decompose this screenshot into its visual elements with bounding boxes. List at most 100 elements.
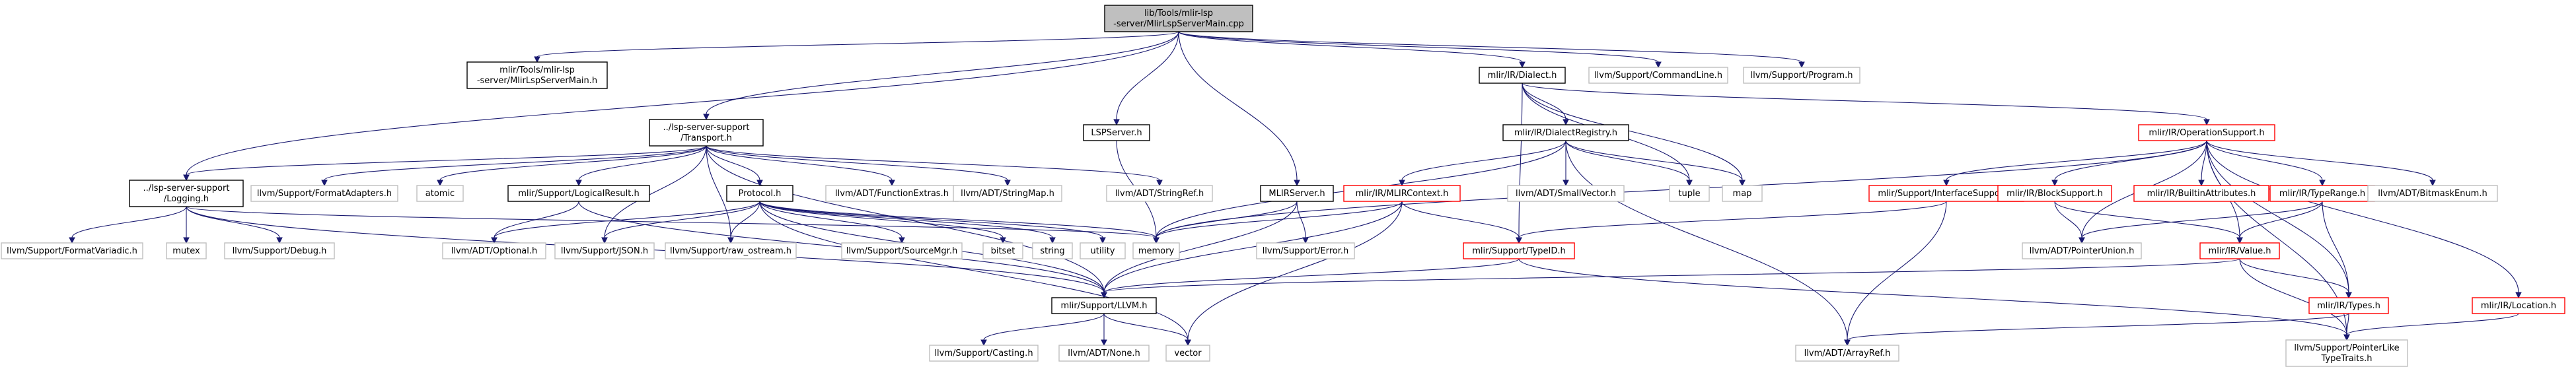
node-functionextras[interactable]: llvm/ADT/FunctionExtras.h	[825, 185, 959, 202]
node-box	[1106, 185, 1213, 202]
node-smallvector[interactable]: llvm/ADT/SmallVector.h	[1507, 185, 1625, 202]
edge-arrowhead	[756, 180, 763, 187]
edge-logicalresult-to-optional	[491, 201, 579, 244]
node-label: llvm/Support/Error.h	[1263, 246, 1349, 256]
node-none[interactable]: llvm/ADT/None.h	[1058, 345, 1150, 362]
node-stringref[interactable]: llvm/ADT/StringRef.h	[1106, 185, 1213, 202]
node-arrayref[interactable]: llvm/ADT/ArrayRef.h	[1795, 345, 1899, 362]
node-location[interactable]: mlir/IR/Location.h	[2472, 297, 2565, 314]
node-mlircontext[interactable]: mlir/IR/MLIRContext.h	[1343, 185, 1461, 202]
node-value[interactable]: mlir/IR/Value.h	[2199, 242, 2280, 259]
edge-arrowhead	[1302, 237, 1309, 244]
edge-dialecth-to-opsupport	[1522, 83, 2210, 126]
edge-mlircontext-to-typeid	[1401, 201, 1522, 244]
node-dialecth[interactable]: mlir/IR/Dialect.h	[1479, 67, 1566, 84]
edge-line	[706, 31, 1179, 115]
node-types[interactable]: mlir/IR/Types.h	[2308, 297, 2389, 314]
node-protocol[interactable]: Protocol.h	[726, 185, 793, 202]
edge-arrowhead	[2343, 334, 2350, 341]
node-label: llvm/Support/PointerLike	[2294, 343, 2399, 353]
node-box	[1669, 185, 1710, 202]
edge-arrowhead	[1686, 180, 1693, 187]
node-bitmaskenum[interactable]: llvm/ADT/BitmaskEnum.h	[2367, 185, 2498, 202]
node-mutex[interactable]: mutex	[166, 242, 207, 259]
node-mlirserver[interactable]: MLIRServer.h	[1260, 185, 1334, 202]
node-typeid[interactable]: mlir/Support/TypeID.h	[1463, 242, 1575, 259]
edge-opsupport-to-typerange	[2206, 140, 2326, 187]
node-label: llvm/ADT/SmallVector.h	[1516, 189, 1616, 199]
edge-arrowhead	[1049, 237, 1056, 244]
node-opsupport[interactable]: mlir/IR/OperationSupport.h	[2138, 124, 2275, 141]
edge-line	[1522, 83, 1743, 181]
node-root[interactable]: lib/Tools/mlir-lsp-server/MlirLspServerM…	[1104, 5, 1253, 32]
node-builtinattrs[interactable]: mlir/IR/BuiltinAttributes.h	[2133, 185, 2269, 202]
node-box	[1, 242, 143, 259]
edge-line	[2239, 258, 2349, 293]
node-sourcemgr[interactable]: llvm/Support/SourceMgr.h	[841, 242, 963, 259]
node-cmdline[interactable]: llvm/Support/CommandLine.h	[1588, 67, 1728, 84]
edge-line	[759, 201, 1157, 238]
node-bitset[interactable]: bitset	[982, 242, 1023, 259]
node-pointerunion[interactable]: llvm/ADT/PointerUnion.h	[2022, 242, 2142, 259]
edge-line	[2054, 201, 2240, 238]
node-memory[interactable]: memory	[1132, 242, 1180, 259]
edge-line	[706, 145, 1160, 181]
edge-arrowhead	[321, 180, 328, 187]
node-string[interactable]: string	[1032, 242, 1073, 259]
edge-opsupport-to-types	[2206, 140, 2352, 299]
node-logging[interactable]: ../lsp-server-support/Logging.h	[129, 180, 244, 207]
node-box	[825, 185, 959, 202]
node-tuple[interactable]: tuple	[1669, 185, 1710, 202]
node-debug[interactable]: llvm/Support/Debug.h	[224, 242, 335, 259]
node-vector[interactable]: vector	[1165, 345, 1210, 362]
edge-logging-to-formatvariadic	[69, 206, 187, 244]
edge-line	[1296, 201, 1306, 238]
node-label: llvm/Support/FormatVariadic.h	[7, 246, 137, 256]
node-llvmh[interactable]: mlir/Support/LLVM.h	[1051, 297, 1157, 314]
node-blocksupport[interactable]: mlir/IR/BlockSupport.h	[1997, 185, 2112, 202]
edge-line	[759, 201, 1053, 238]
node-lspserver[interactable]: LSPServer.h	[1083, 124, 1150, 141]
node-formatadapters[interactable]: llvm/Support/FormatAdapters.h	[250, 185, 398, 202]
node-box	[466, 61, 608, 89]
node-logicalresult[interactable]: mlir/Support/LogicalResult.h	[507, 185, 650, 202]
node-json[interactable]: llvm/Support/JSON.h	[554, 242, 655, 259]
node-utility[interactable]: utility	[1080, 242, 1126, 259]
node-atomic[interactable]: atomic	[416, 185, 464, 202]
node-box	[1104, 5, 1253, 32]
node-stringmap[interactable]: llvm/ADT/StringMap.h	[953, 185, 1062, 202]
edge-transport-to-logging	[183, 145, 707, 182]
edge-interfacesupport-to-arrayref	[1844, 201, 1947, 347]
node-transport[interactable]: ../lsp-server-support/Transport.h	[649, 119, 764, 147]
node-optional[interactable]: llvm/ADT/Optional.h	[442, 242, 546, 259]
edge-line	[1103, 313, 1189, 341]
edge-arrowhead	[575, 180, 582, 187]
node-box	[1051, 297, 1157, 314]
edge-logging-to-debug	[186, 206, 283, 244]
node-typerange[interactable]: mlir/IR/TypeRange.h	[2269, 185, 2375, 202]
node-rawostream[interactable]: llvm/Support/raw_ostream.h	[665, 242, 797, 259]
node-label: llvm/ADT/PointerUnion.h	[2030, 246, 2135, 256]
node-formatvariadic[interactable]: llvm/Support/FormatVariadic.h	[1, 242, 143, 259]
node-box	[2199, 242, 2280, 259]
edge-arrowhead	[2079, 237, 2085, 244]
node-dialectreg[interactable]: mlir/IR/DialectRegistry.h	[1502, 124, 1629, 141]
node-error[interactable]: llvm/Support/Error.h	[1256, 242, 1355, 259]
node-mainh[interactable]: mlir/Tools/mlir-lsp-server/MlirLspServer…	[466, 61, 608, 89]
node-map[interactable]: map	[1722, 185, 1763, 202]
node-label: /Transport.h	[681, 133, 732, 143]
node-label: mlir/Tools/mlir-lsp	[499, 65, 575, 75]
node-program[interactable]: llvm/Support/Program.h	[1743, 67, 1860, 84]
edge-protocol-to-bitset	[759, 201, 1006, 244]
edge-llvmh-to-none	[1101, 314, 1107, 347]
edge-arrowhead	[1563, 119, 1569, 126]
edge-line	[1103, 201, 1403, 293]
node-label: bitset	[991, 246, 1015, 256]
edge-line	[578, 145, 707, 181]
node-label: llvm/ADT/ArrayRef.h	[1804, 349, 1891, 358]
node-label: Protocol.h	[739, 189, 782, 199]
edge-line	[1178, 31, 1523, 63]
node-casting[interactable]: llvm/Support/Casting.h	[929, 345, 1039, 362]
edge-llvmh-to-vector	[1103, 313, 1191, 347]
